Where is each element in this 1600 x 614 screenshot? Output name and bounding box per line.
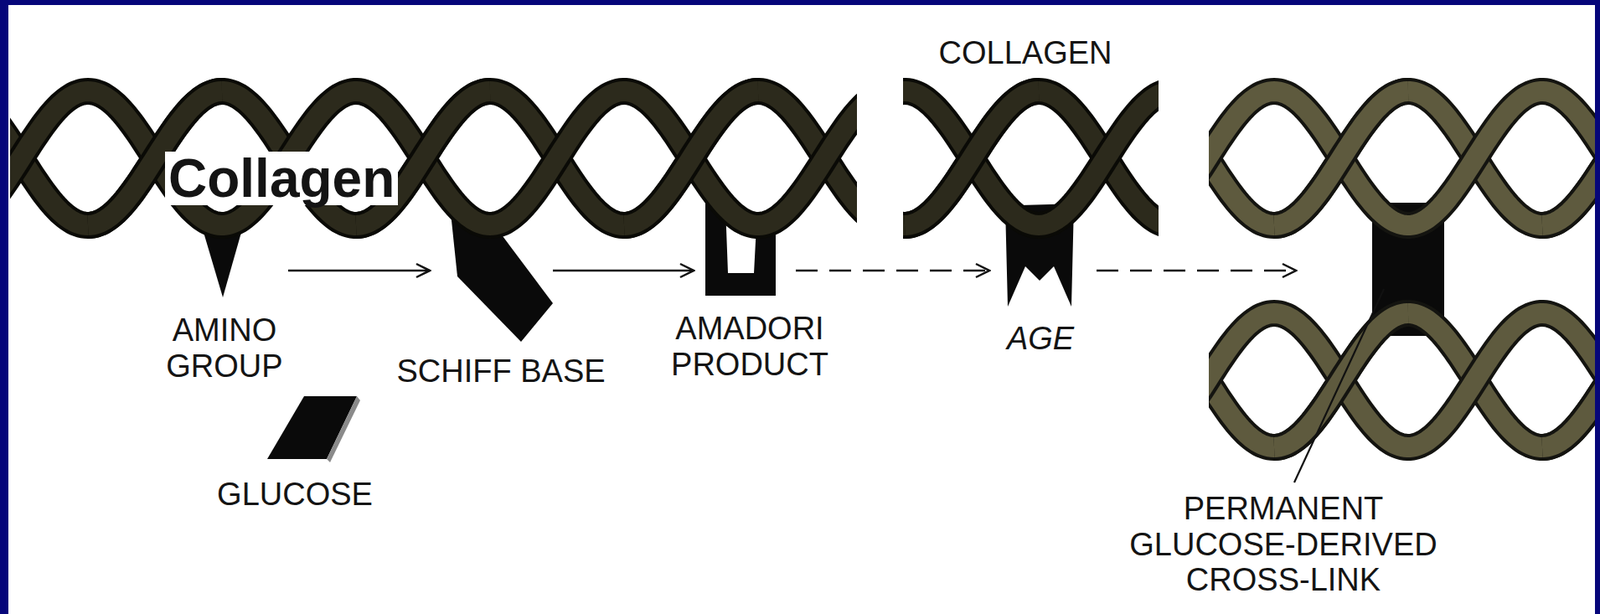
- collagen-helix: [1208, 91, 1595, 226]
- stage-label: AGE: [990, 320, 1091, 357]
- amino-group-site: AMINO GROUP: [198, 238, 247, 298]
- strand-body: [903, 91, 1159, 226]
- strand-body: [1542, 313, 1595, 448]
- strand-body: [10, 91, 857, 226]
- leader-line: [1294, 289, 1384, 483]
- strand-body: [903, 91, 1159, 226]
- strand-body: [1208, 91, 1595, 226]
- reaction-arrow: [288, 269, 430, 273]
- strand-outline: [1208, 313, 1595, 448]
- age-site: AGE: [1005, 238, 1074, 307]
- cross-link-site: PERMANENT GLUCOSE-DERIVED CROSS-LINK: [1372, 238, 1445, 302]
- frame-left: [0, 0, 9, 614]
- overlay-title: Collagen: [165, 151, 398, 206]
- collagen-helix: [10, 91, 857, 226]
- strand-outline: [1542, 91, 1595, 226]
- strand-outline: [10, 91, 857, 226]
- strand-outline: [1274, 91, 1409, 226]
- strand-outline: [624, 91, 759, 226]
- strand-body: [1208, 91, 1595, 226]
- stage-label: AMINO GROUP: [149, 312, 300, 384]
- dashed-arrow: [1096, 269, 1296, 273]
- strand-body: [1208, 313, 1595, 448]
- amadori-site: AMADORI PRODUCT: [705, 238, 776, 296]
- stage-label: AMADORI PRODUCT: [649, 310, 851, 382]
- reaction-arrow: [552, 269, 694, 273]
- strand-outline: [1542, 313, 1595, 448]
- strand-body: [10, 91, 857, 226]
- strand-body: [624, 91, 759, 226]
- strand-body: [904, 91, 1039, 226]
- strand-outline: [10, 91, 857, 226]
- glucose-molecule: GLUCOSE: [267, 396, 357, 460]
- frame-top: [0, 0, 1600, 6]
- stage-label: PERMANENT GLUCOSE-DERIVED CROSS-LINK: [1107, 490, 1460, 599]
- collagen-helix: [1208, 313, 1595, 448]
- strand-outline: [903, 91, 1159, 226]
- strand-outline: [1208, 313, 1595, 448]
- glucose-edge: [326, 396, 361, 463]
- frame-right: [1594, 0, 1600, 614]
- strand-outline: [1208, 91, 1595, 226]
- strand-outline: [904, 91, 1039, 226]
- strand-outline: [1208, 91, 1595, 226]
- stage-label: GLUCOSE: [190, 476, 400, 513]
- strand-outline: [903, 91, 1159, 226]
- schiff-base-site: SCHIFF BASE: [449, 238, 553, 342]
- dashed-arrow: [795, 269, 990, 273]
- collagen-helix: [903, 91, 1159, 226]
- strand-body: [1542, 91, 1595, 226]
- strand-body: [1274, 91, 1409, 226]
- part-name: COLLAGEN: [916, 35, 1135, 72]
- strand-body: [1208, 313, 1595, 448]
- stage-label: SCHIFF BASE: [366, 353, 635, 390]
